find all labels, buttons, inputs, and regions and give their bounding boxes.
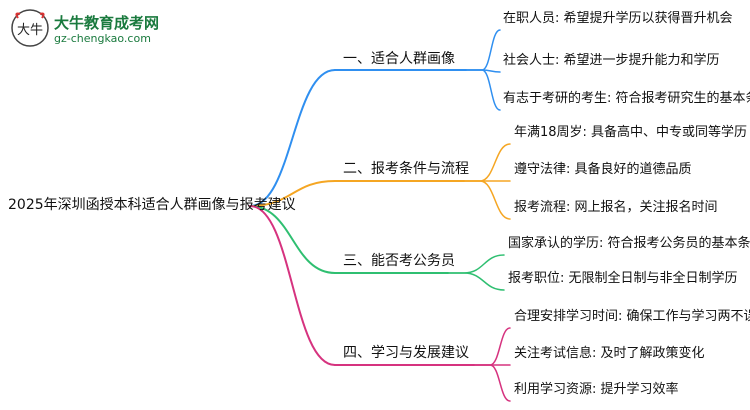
link-root-branch-2 — [249, 180, 336, 207]
link-branch-1-leaf-3 — [465, 69, 501, 111]
leaf-1-1[interactable]: 在职人员: 希望提升学历以获得晋升机会 — [503, 11, 733, 26]
link-root-branch-3 — [249, 205, 336, 274]
bull-logo-icon: 大牛 — [11, 9, 49, 47]
branch-4-label[interactable]: 四、学习与发展建议 — [343, 345, 469, 361]
link-branch-1-leaf-1 — [465, 29, 501, 71]
leaf-2-2[interactable]: 遵守法律: 具备良好的道德品质 — [514, 162, 692, 177]
link-branch-4-leaf-1 — [473, 327, 511, 366]
link-branch-2-leaf-1 — [463, 143, 511, 182]
logo-name: 大牛教育成考网 — [54, 14, 160, 32]
link-branch-2-leaf-3 — [463, 180, 511, 220]
mind-map-links — [249, 29, 511, 402]
branch-3-label[interactable]: 三、能否考公务员 — [343, 253, 455, 269]
leaf-3-1[interactable]: 国家承认的学历: 符合报考公务员的基本条件 — [508, 236, 750, 251]
leaf-4-2[interactable]: 关注考试信息: 及时了解政策变化 — [514, 346, 705, 361]
leaf-2-3[interactable]: 报考流程: 网上报名，关注报名时间 — [514, 200, 718, 215]
leaf-1-2[interactable]: 社会人士: 希望进一步提升能力和学历 — [503, 53, 720, 68]
leaf-1-3[interactable]: 有志于考研的考生: 符合报考研究生的基本条件 — [503, 91, 750, 106]
leaf-4-3[interactable]: 利用学习资源: 提升学习效率 — [514, 382, 679, 397]
root-node[interactable]: 2025年深圳函授本科适合人群画像与报考建议 — [8, 197, 296, 213]
link-branch-4-leaf-3 — [473, 364, 511, 402]
branch-2-label[interactable]: 二、报考条件与流程 — [343, 161, 469, 177]
leaf-3-2[interactable]: 报考职位: 无限制全日制与非全日制学历 — [508, 271, 738, 286]
link-branch-3-leaf-1 — [447, 254, 505, 274]
leaf-2-1[interactable]: 年满18周岁: 具备高中、中专或同等学历 — [514, 125, 748, 140]
logo-mark-text: 大牛 — [17, 23, 43, 38]
site-logo[interactable]: 大牛 大牛教育成考网 gz-chengkao.com — [10, 8, 180, 52]
link-branch-3-leaf-2 — [447, 272, 505, 291]
link-root-branch-4 — [249, 205, 336, 366]
logo-url: gz-chengkao.com — [54, 32, 151, 45]
leaf-4-1[interactable]: 合理安排学习时间: 确保工作与学习两不误 — [514, 309, 750, 324]
branch-1-label[interactable]: 一、适合人群画像 — [343, 51, 455, 67]
link-root-branch-1 — [249, 69, 336, 207]
